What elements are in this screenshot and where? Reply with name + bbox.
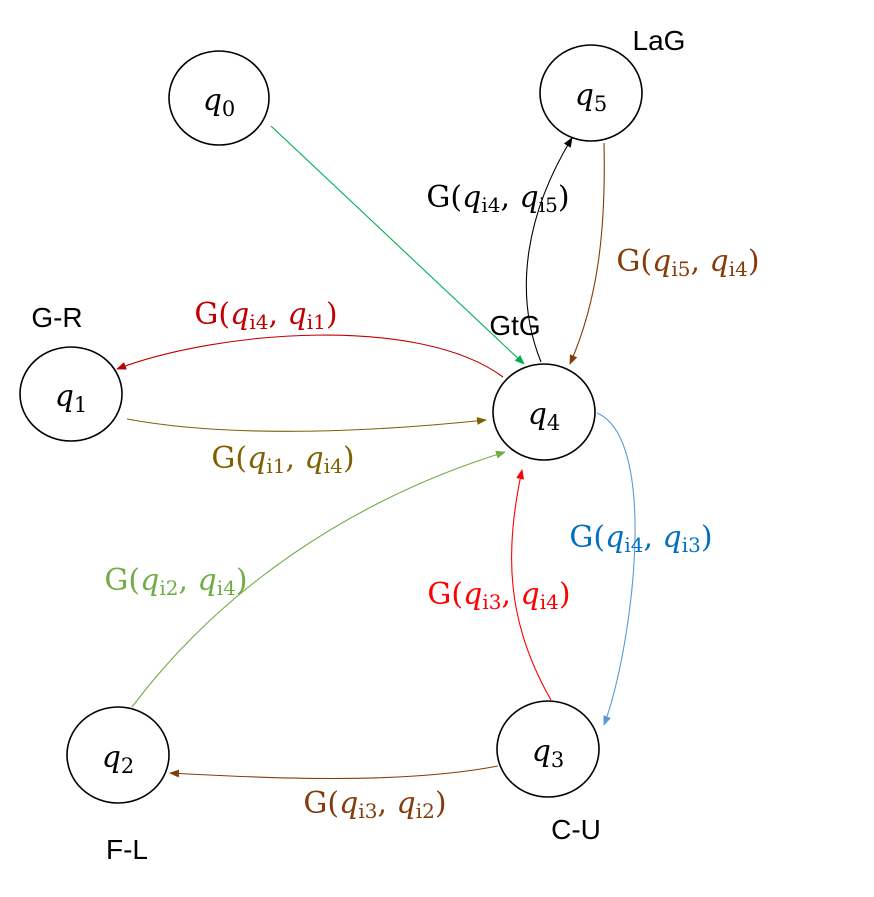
node-subscript: 4 — [547, 411, 560, 435]
node-q3: q3 — [496, 700, 600, 798]
node-subscript: 2 — [121, 754, 134, 778]
edge-q1-q4 — [126, 416, 487, 432]
node-subscript: 0 — [222, 97, 235, 121]
node-q1: q1 — [19, 346, 123, 442]
edge-q2-q4 — [131, 450, 506, 708]
edge-q5-q4 — [569, 142, 605, 365]
edge-label-q4-q5: G(qi4, qi5) — [426, 180, 569, 217]
tag-lag: LaG — [633, 25, 686, 56]
edge-label-q4-q1: G(qi4, qi1) — [194, 297, 337, 334]
svg-text:q1: q1 — [55, 379, 88, 417]
node-symbol: q — [102, 740, 121, 775]
tag-g-r: G-R — [31, 302, 82, 333]
edge-q4-q5 — [525, 137, 573, 363]
node-q2: q2 — [66, 706, 170, 804]
node-q4: q4 — [492, 363, 596, 461]
edge-q4-q1 — [116, 334, 504, 378]
svg-text:q2: q2 — [102, 740, 135, 778]
tag-f-l: F-L — [106, 834, 148, 865]
node-symbol: q — [203, 83, 222, 118]
edge-label-q2-q4: G(qi2, qi4) — [104, 563, 247, 600]
node-q0: q0 — [168, 50, 270, 146]
tag-c-u: C-U — [551, 814, 601, 845]
edge-label-q4-q3: G(qi4, qi3) — [569, 520, 712, 557]
edge-label-q5-q4: G(qi5, qi4) — [616, 244, 759, 281]
node-subscript: 5 — [594, 92, 607, 116]
node-subscript: 1 — [74, 393, 87, 417]
node-symbol: q — [575, 78, 594, 113]
svg-text:q4: q4 — [528, 397, 561, 435]
svg-text:q5: q5 — [575, 78, 608, 116]
node-q5: q5 — [539, 44, 643, 142]
tag-gtg: GtG — [489, 310, 540, 341]
svg-text:q0: q0 — [203, 83, 236, 121]
node-symbol: q — [532, 734, 551, 769]
edge-q3-q2 — [169, 765, 499, 780]
edge-label-q3-q2: G(qi3, qi2) — [303, 786, 446, 823]
edge-label-q1-q4: G(qi1, qi4) — [211, 441, 354, 478]
edge-label-q3-q4: G(qi3, qi4) — [427, 577, 570, 614]
node-symbol: q — [528, 397, 547, 432]
node-subscript: 3 — [551, 748, 564, 772]
edge-q4-q3 — [596, 412, 636, 726]
svg-text:q3: q3 — [532, 734, 565, 772]
node-symbol: q — [55, 379, 74, 414]
edge-q3-q4 — [511, 469, 552, 701]
edge-q0-q4 — [270, 125, 525, 365]
